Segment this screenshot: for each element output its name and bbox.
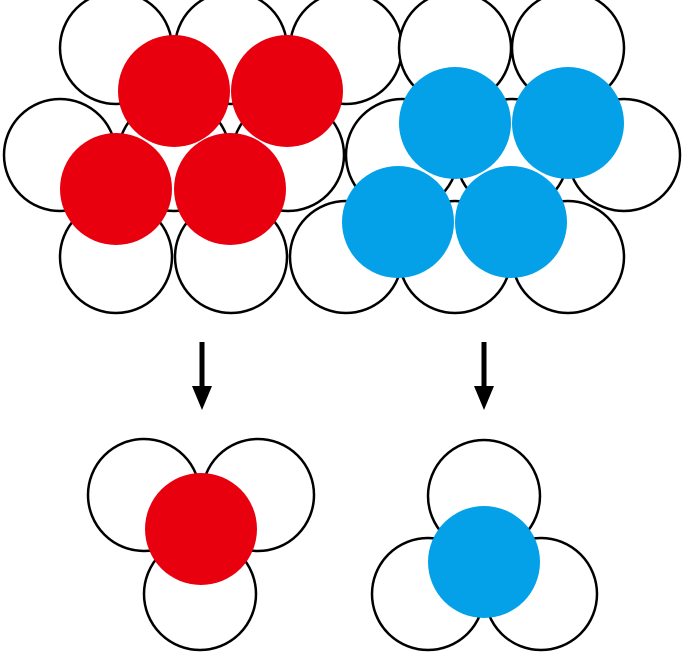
red-sphere xyxy=(231,35,343,147)
red-sphere xyxy=(174,133,286,245)
red-sphere xyxy=(118,35,230,147)
red-sphere xyxy=(145,473,257,585)
blue-sphere xyxy=(512,67,624,179)
blue-sphere xyxy=(342,166,454,278)
blue-upper-layer xyxy=(342,67,624,278)
arrow-right xyxy=(474,342,494,410)
site-right xyxy=(370,438,599,652)
blue-sphere xyxy=(428,506,540,618)
blue-sphere xyxy=(399,67,511,179)
arrow-head xyxy=(192,386,212,410)
blue-sphere xyxy=(455,166,567,278)
red-sphere xyxy=(60,133,172,245)
site-left xyxy=(86,437,316,652)
red-upper-layer xyxy=(60,35,343,245)
arrow-left xyxy=(192,342,212,410)
arrow-head xyxy=(474,386,494,410)
